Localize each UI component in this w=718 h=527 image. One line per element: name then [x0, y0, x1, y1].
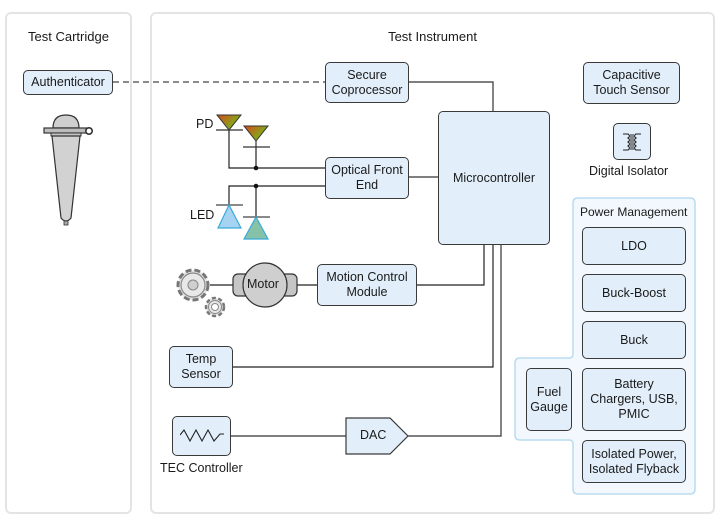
wire-dac-mcu	[408, 244, 502, 437]
test-cartridge-title: Test Cartridge	[28, 29, 109, 44]
wire-temp-mcu	[233, 244, 494, 368]
wire-motion-mcu	[417, 244, 485, 286]
junction-dot	[253, 183, 259, 189]
transformer-icon	[623, 132, 641, 151]
tec-controller-block[interactable]	[172, 416, 231, 456]
pm-item-battery-chargers[interactable]: Battery Chargers, USB, PMIC	[582, 368, 686, 431]
led-icon	[216, 203, 243, 229]
resistor-icon	[179, 428, 224, 443]
wire-coproc-mcu	[407, 81, 494, 111]
fuel-gauge-block[interactable]: Fuel Gauge	[526, 368, 572, 431]
pm-item-isolated-power[interactable]: Isolated Power, Isolated Flyback	[582, 440, 686, 483]
optical-front-end-block[interactable]: Optical Front End	[325, 157, 409, 199]
pd-label: PD	[196, 117, 214, 131]
test-cartridge-panel: Test Cartridge	[5, 12, 132, 514]
photodiode-icon	[242, 125, 270, 148]
pm-item-buck-boost[interactable]: Buck-Boost	[582, 274, 686, 312]
photodiode-icon	[215, 114, 243, 131]
gear-large-icon	[176, 268, 210, 302]
power-management-title: Power Management	[580, 205, 688, 219]
secure-coprocessor-block[interactable]: Secure Coprocessor	[325, 62, 409, 103]
dac-label[interactable]: DAC	[360, 428, 387, 442]
wire-led	[228, 185, 325, 205]
gear-small-icon	[204, 296, 226, 318]
led-label: LED	[190, 208, 215, 222]
junction-dot	[253, 165, 259, 171]
led-icon	[242, 215, 270, 240]
microcontroller-block[interactable]: Microcontroller	[438, 111, 550, 245]
temp-sensor-block[interactable]: Temp Sensor	[169, 346, 233, 388]
motor-icon	[232, 262, 298, 308]
test-instrument-title: Test Instrument	[388, 29, 477, 44]
authenticator-block[interactable]: Authenticator	[23, 70, 113, 95]
motor-label: Motor	[247, 277, 279, 291]
pm-item-buck[interactable]: Buck	[582, 321, 686, 359]
digital-isolator-label: Digital Isolator	[589, 164, 669, 178]
tec-controller-label: TEC Controller	[160, 461, 243, 475]
motion-control-block[interactable]: Motion Control Module	[317, 264, 417, 306]
digital-isolator-block[interactable]	[613, 123, 651, 160]
wire-pd	[228, 130, 325, 169]
capacitive-touch-block[interactable]: Capacitive Touch Sensor	[583, 62, 680, 104]
pm-item-ldo[interactable]: LDO	[582, 227, 686, 265]
